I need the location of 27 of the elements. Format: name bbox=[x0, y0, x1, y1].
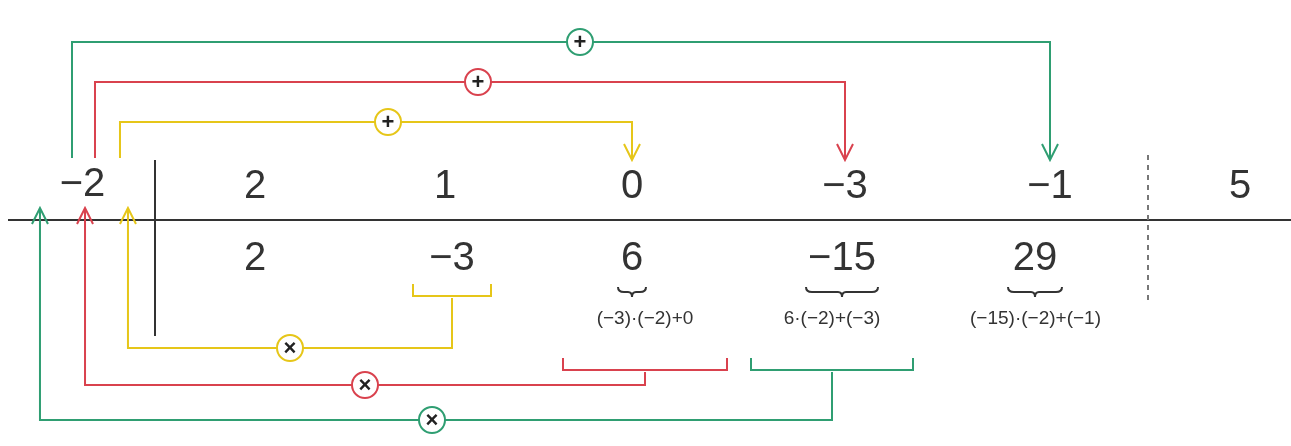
arrow bbox=[31, 207, 833, 421]
edge-label: + bbox=[374, 108, 402, 136]
edge-label: + bbox=[566, 28, 594, 56]
result-number: 6 bbox=[605, 232, 659, 276]
edge-label: × bbox=[418, 406, 446, 434]
expression-text: (−15)·(−2)+(−1) bbox=[928, 304, 1143, 334]
remainder-number: 5 bbox=[1210, 160, 1270, 210]
edge-label: × bbox=[276, 334, 304, 362]
divisor-number: −2 bbox=[30, 158, 135, 208]
coefficient-number: 0 bbox=[600, 160, 664, 210]
expression-text: 6·(−2)+(−3) bbox=[748, 304, 916, 372]
coefficient-number: 2 bbox=[225, 160, 285, 210]
edge-label: × bbox=[351, 371, 379, 399]
coefficient-number: 1 bbox=[415, 160, 475, 210]
arrow bbox=[119, 121, 641, 161]
arrow bbox=[94, 81, 854, 161]
result-number: 29 bbox=[1000, 232, 1070, 276]
expression-text: (−3)·(−2)+0 bbox=[560, 304, 730, 372]
arrow bbox=[118, 207, 453, 349]
arrow bbox=[76, 207, 646, 386]
result-number: −15 bbox=[790, 232, 894, 276]
arrow bbox=[71, 41, 1059, 161]
result-number: −3 bbox=[410, 232, 494, 298]
coefficient-number: −1 bbox=[1005, 160, 1095, 210]
edge-label: + bbox=[464, 68, 492, 96]
coefficient-number: −3 bbox=[800, 160, 890, 210]
result-number: 2 bbox=[225, 232, 285, 280]
